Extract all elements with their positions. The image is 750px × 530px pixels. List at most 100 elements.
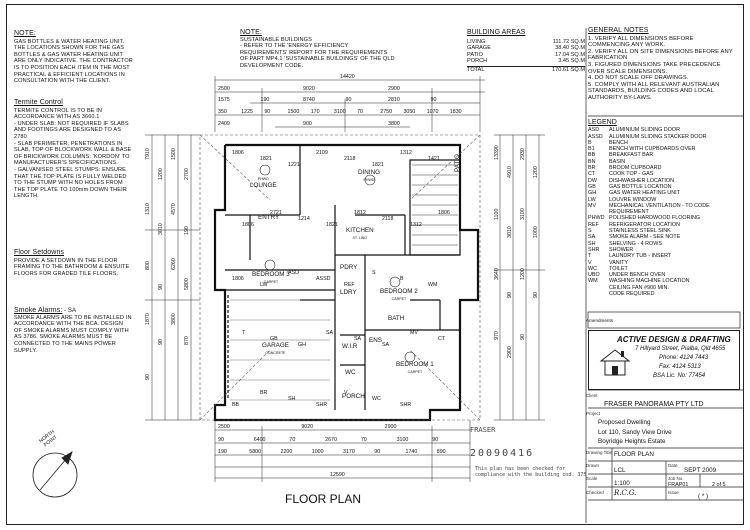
legend-code: T [588, 253, 592, 260]
firm-fax: Fax: 4124 5313 [659, 364, 701, 370]
dimension-bottom: 70 [360, 437, 367, 443]
legend-item: ASSD ALUMINIUM SLIDING STACKER DOOR [588, 134, 736, 140]
dimension-left: 2700 [184, 168, 190, 180]
drawing-title: FLOOR PLAN [614, 451, 654, 458]
dimension-left: 6260 [171, 258, 177, 270]
dimension-bottom: 3100 [396, 437, 409, 443]
dimension-left: 7910 [145, 148, 151, 160]
room-label: W.I.R [342, 343, 358, 351]
firm-address: 7 Hillyard Street, Pialba, Qld 4655 [635, 346, 726, 352]
room-name: W.I.R [342, 343, 358, 350]
dimension-top: 900 [303, 121, 312, 127]
dimension-top: 90 [430, 97, 437, 103]
legend-desc: POLISHED HARDWOOD FLOORING [609, 215, 701, 222]
date-label: Date [668, 463, 678, 468]
area-total-label: TOTAL [467, 66, 485, 73]
legend-desc: BENCH WITH CUPBOARDS OVER [609, 146, 696, 153]
legend-desc: DISHWASHER LOCATION [609, 177, 674, 184]
dimension-right: 90 [520, 334, 526, 340]
room-name: WC [345, 369, 356, 376]
firm-name: ACTIVE DESIGN & DRAFTING [617, 335, 731, 344]
plan-annotation: 1806 [242, 222, 254, 228]
room-name: BATH [388, 315, 405, 322]
legend-item: T LAUNDRY TUB - INSERT [588, 253, 736, 259]
legend-code: SA [588, 234, 596, 241]
dimension-left: 90 [158, 339, 164, 345]
building-areas-heading: BUILDING AREAS [467, 29, 526, 36]
plan-annotation: S [372, 270, 376, 276]
dimension-top: 1070 [426, 109, 439, 115]
drawing-title-label: Drawing Title [586, 450, 613, 455]
area-value: 111.72 SQ.M [552, 38, 585, 45]
smoke-alarm-note: Smoke Alarms: - SA SMOKE ALARMS ARE TO B… [14, 307, 132, 354]
dimension-right: 1100 [494, 208, 500, 220]
legend-code: SHR [588, 246, 600, 253]
legend-code: B1 [588, 146, 595, 153]
plan-annotation: SA [326, 330, 334, 336]
legend-desc: COOK TOP - GAS [609, 171, 654, 178]
floor-setdown-note: Floor Setdowns PROVIDE A SETDOWN IN THE … [14, 249, 132, 277]
sheet-number: 2 of 5 [712, 482, 726, 488]
legend-desc: ALUMINIUM SLIDING STACKER DOOR [609, 133, 707, 140]
dimension-left: 800 [145, 261, 151, 270]
room-name: ENS [369, 337, 382, 344]
drawn-value: LCL [614, 467, 626, 474]
room-name: KITCHEN [346, 227, 374, 234]
dimension-top: 90 [264, 109, 271, 115]
dimension-left: 1500 [171, 148, 177, 160]
legend-desc: GAS WATER HEATING UNIT [609, 190, 680, 197]
legend-code: S [588, 228, 592, 235]
legend-code: WM [588, 278, 598, 285]
legend-code: BR [588, 165, 596, 172]
dimension-right: 13390 [494, 145, 500, 160]
house-logo-icon [599, 349, 631, 376]
room-floor: CARPET [263, 279, 279, 284]
dimension-left: 190 [184, 226, 190, 235]
dimension-left: 1870 [145, 313, 151, 325]
area-label: LIVING [467, 38, 486, 45]
legend-desc: LAUNDRY TUB - INSERT [609, 253, 672, 260]
dimension-right: 2930 [520, 148, 526, 160]
termite-note: Termite Control TERMITE CONTROL IS TO BE… [14, 99, 132, 200]
legend-code: ASSD [588, 133, 603, 140]
dimension-right: 90 [507, 292, 513, 298]
room-label: DINING PHWD [358, 169, 380, 183]
room-label: ENS [369, 337, 382, 345]
dimension-left: 1310 [145, 203, 151, 215]
room-name: PATIO [454, 154, 461, 172]
north-point-icon [32, 451, 78, 498]
dimension-bottom: 90 [432, 437, 439, 443]
dimension-top: 70 [357, 109, 363, 115]
plan-annotation: GH [298, 342, 306, 348]
room-label: PORCH [342, 393, 365, 401]
gas-note-text: GAS BOTTLES & WATER HEATING UNIT. THE LO… [14, 38, 133, 85]
room-label: LDRY [340, 289, 357, 297]
legend-desc: BREAKFAST BAR [609, 152, 654, 159]
approval-stamp-date: 20090416 [470, 448, 535, 459]
plan-title: FLOOR PLAN [285, 492, 362, 506]
plan-annotation: 1821 [260, 156, 272, 162]
plan-annotation: CT [438, 336, 446, 342]
plan-annotation: 2721 [270, 210, 282, 216]
room-label: BEDROOM 1 CARPET [396, 361, 434, 375]
plan-annotation: 1806 [232, 276, 244, 282]
dimension-top: 1225 [241, 109, 253, 115]
room-label: KITCHEN ST. LINO [346, 227, 374, 241]
plan-annotation: WC [372, 396, 381, 402]
sheet-border [6, 4, 744, 525]
dimension-left: 870 [184, 336, 190, 345]
issue-value: ( * ) [698, 493, 709, 500]
dimension-right: 4910 [507, 166, 513, 178]
sustainable-note: NOTE: SUSTAINABLE BUILDINGS - REFER TO T… [240, 29, 395, 70]
legend-desc: LOUVRE WINDOW [609, 196, 657, 203]
